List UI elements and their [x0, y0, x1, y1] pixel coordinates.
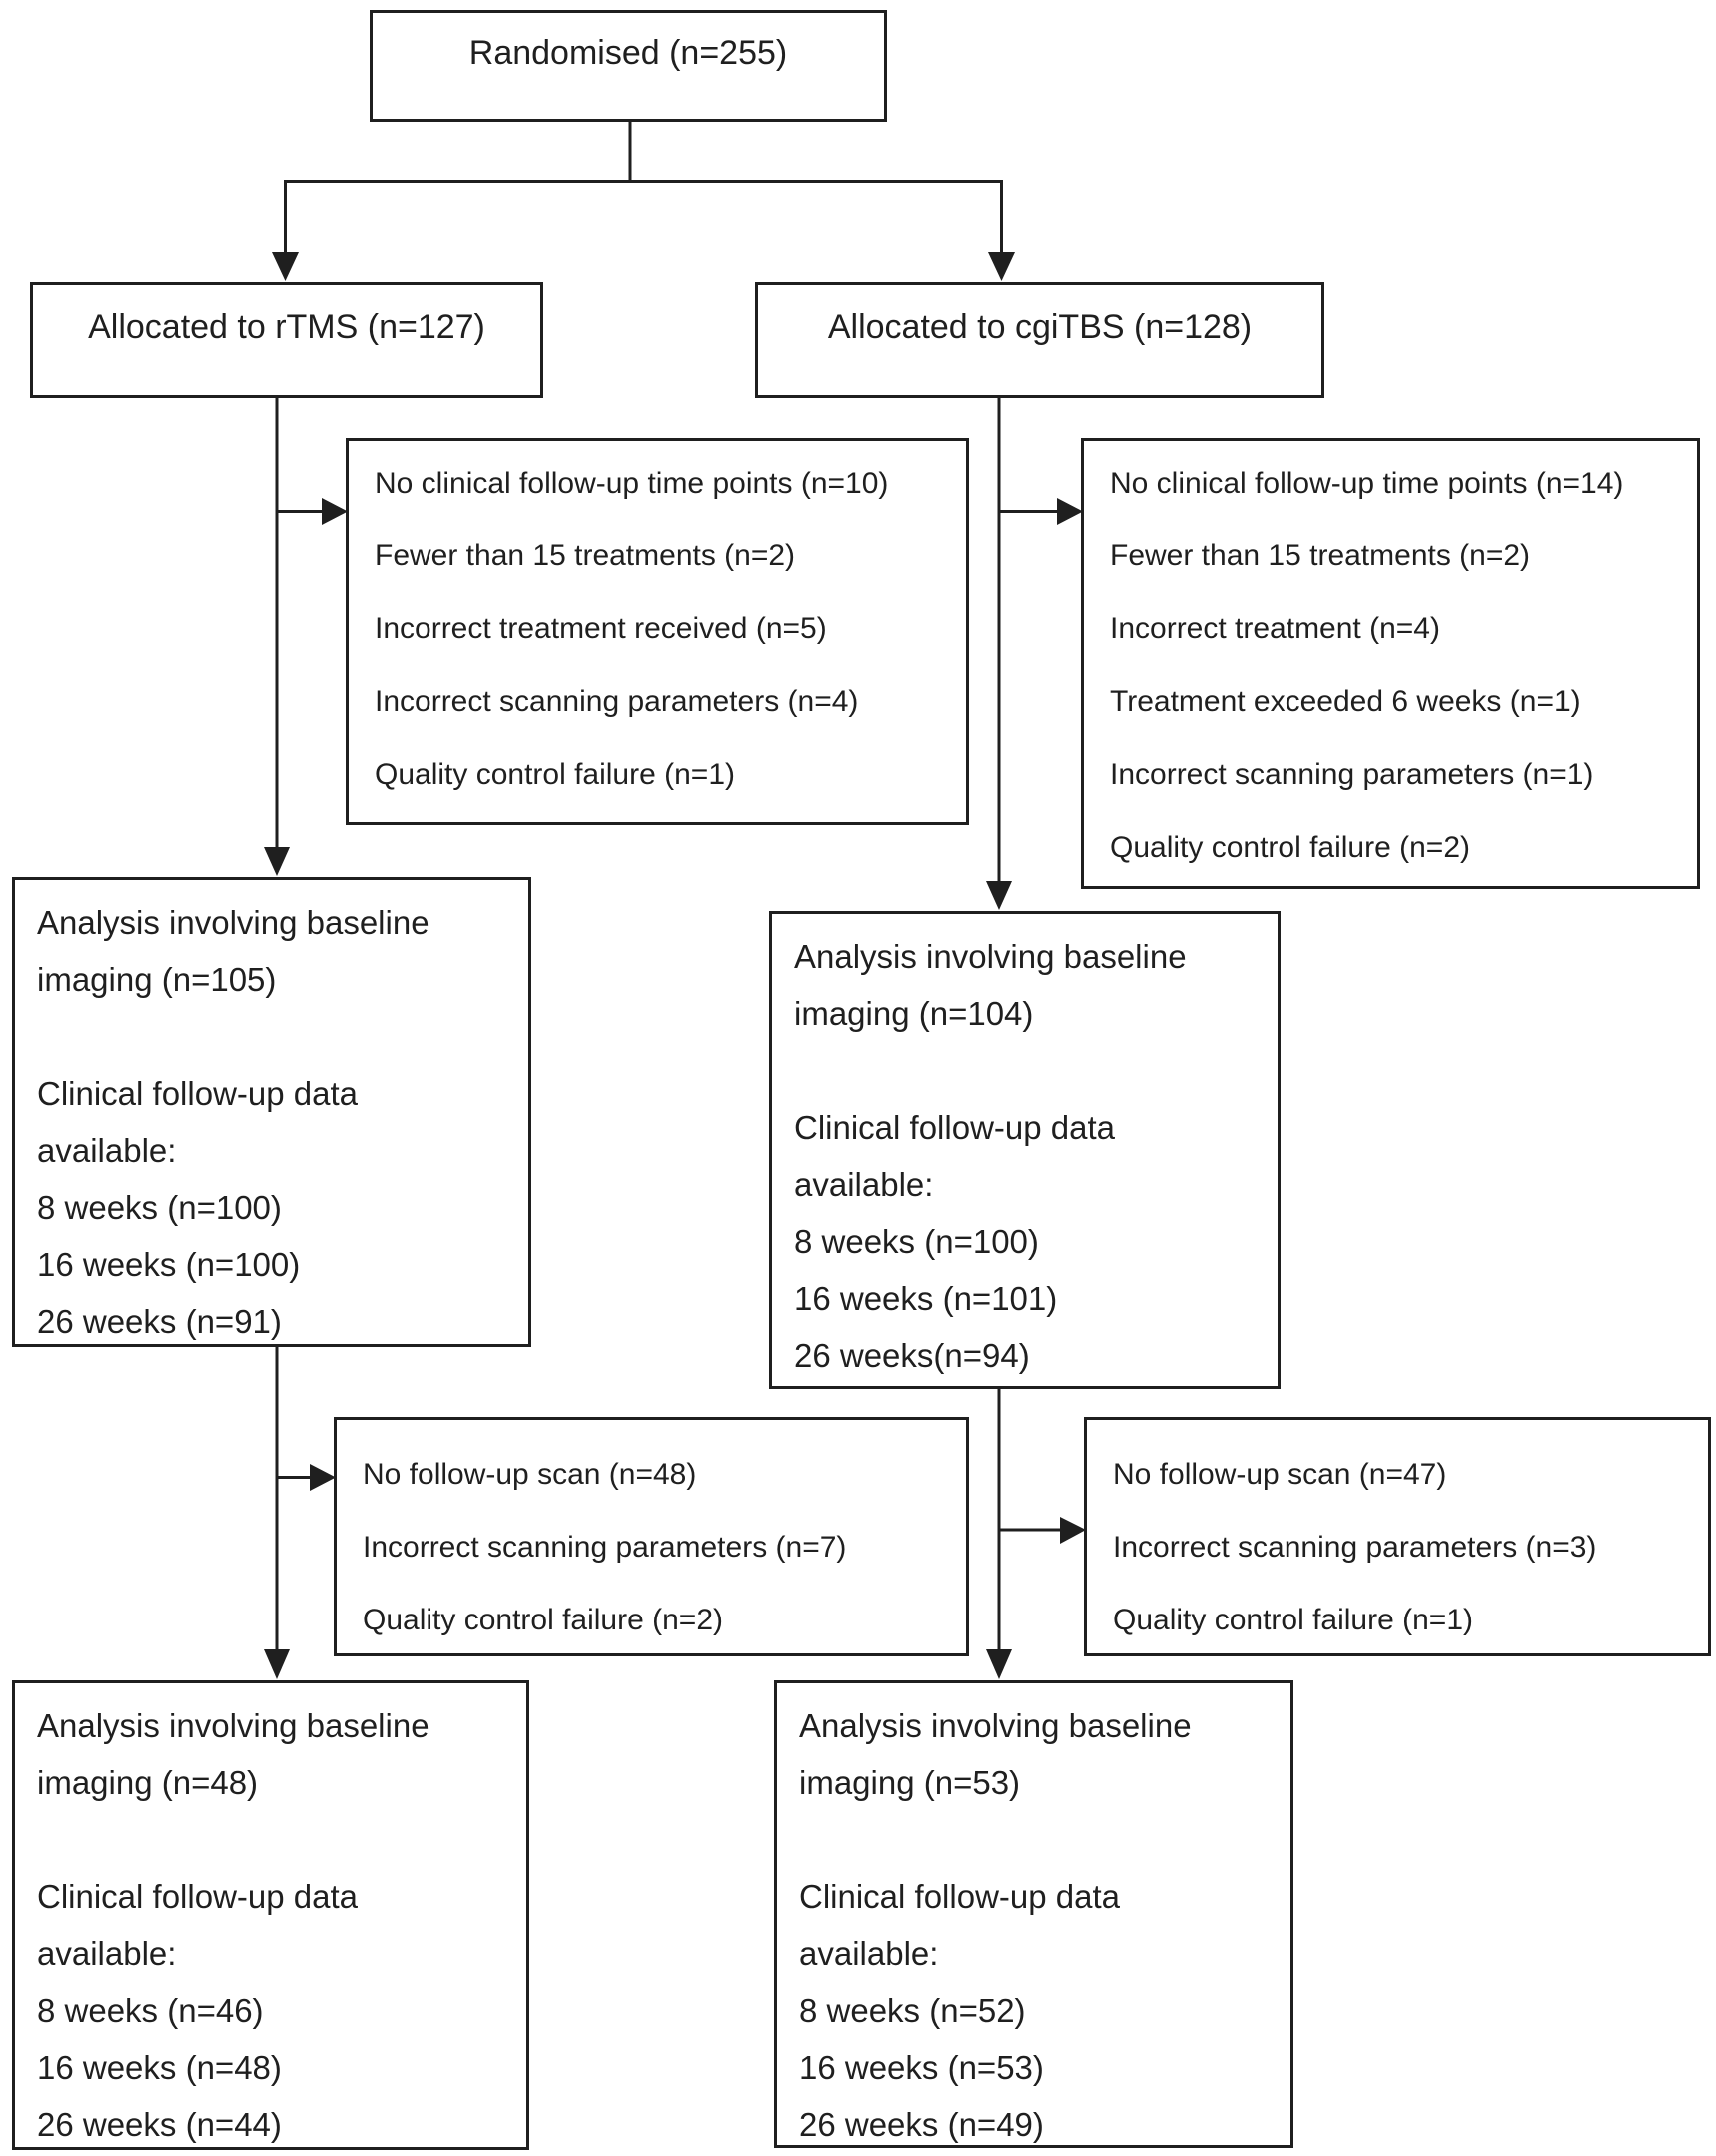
exclusion-line: Incorrect scanning parameters (n=7): [363, 1531, 847, 1564]
rtms-followup-analysis-box: Analysis involving baseline imaging (n=4…: [12, 1680, 529, 2150]
analysis-line: 16 weeks (n=48): [37, 2049, 282, 2086]
exclusion-line: Quality control failure (n=2): [1110, 831, 1470, 864]
exclusion-line: No follow-up scan (n=48): [363, 1458, 697, 1491]
exclusion-line: Fewer than 15 treatments (n=2): [375, 539, 796, 572]
arrowhead-right-exclusions-2: [1060, 1517, 1086, 1544]
analysis-line: Clinical follow-up data: [37, 1878, 358, 1915]
analysis-line: Analysis involving baseline: [794, 938, 1187, 975]
arrowhead-alloc-right: [988, 252, 1015, 281]
exclusion-line: Incorrect scanning parameters (n=4): [375, 685, 859, 718]
cgitbs-baseline-analysis-box: Analysis involving baseline imaging (n=1…: [769, 911, 1281, 1389]
arrowhead-left-exclusions-2: [310, 1464, 336, 1491]
analysis-line: 16 weeks (n=53): [799, 2049, 1044, 2086]
exclusion-line: Incorrect treatment received (n=5): [375, 612, 827, 645]
analysis-line: Clinical follow-up data: [799, 1878, 1120, 1915]
analysis-line: 16 weeks (n=101): [794, 1280, 1058, 1317]
arrowhead-left-analysis-1: [264, 847, 290, 876]
exclusion-line: Quality control failure (n=2): [363, 1604, 723, 1636]
analysis-line: 8 weeks (n=52): [799, 1992, 1026, 2029]
arrowhead-right-analysis-1: [986, 881, 1012, 910]
cgitbs-followup-analysis-box: Analysis involving baseline imaging (n=5…: [774, 1680, 1293, 2148]
allocated-rtms-label: Allocated to rTMS (n=127): [88, 307, 485, 346]
rtms-baseline-analysis-box: Analysis involving baseline imaging (n=1…: [12, 877, 531, 1347]
analysis-line: 8 weeks (n=46): [37, 1992, 264, 2029]
analysis-line: Analysis involving baseline: [37, 1707, 429, 1744]
exclusion-line: Quality control failure (n=1): [1113, 1604, 1473, 1636]
exclusion-line: No follow-up scan (n=47): [1113, 1458, 1447, 1491]
exclusion-line: Fewer than 15 treatments (n=2): [1110, 539, 1531, 572]
randomised-label: Randomised (n=255): [468, 33, 788, 72]
analysis-line: available:: [37, 1132, 177, 1169]
rtms-exclusions-1-box: No clinical follow-up time points (n=10)…: [346, 438, 969, 825]
exclusion-line: Treatment exceeded 6 weeks (n=1): [1110, 685, 1581, 718]
analysis-line: Clinical follow-up data: [37, 1075, 358, 1112]
analysis-line: available:: [794, 1166, 934, 1203]
analysis-line: available:: [37, 1935, 177, 1972]
analysis-line: 16 weeks (n=100): [37, 1246, 301, 1283]
analysis-line: [37, 1811, 518, 1868]
arrowhead-alloc-left: [272, 252, 299, 281]
cgitbs-exclusions-1-box: No clinical follow-up time points (n=14)…: [1081, 438, 1700, 889]
randomised-box: Randomised (n=255): [370, 10, 887, 122]
analysis-line: imaging (n=53): [799, 1764, 1021, 1801]
analysis-line: imaging (n=48): [37, 1764, 259, 1801]
connector-randomised-split: [284, 122, 1003, 254]
analysis-line: [37, 1008, 520, 1065]
exclusion-line: Incorrect scanning parameters (n=3): [1113, 1531, 1597, 1564]
analysis-line: 26 weeks(n=94): [794, 1337, 1030, 1374]
arrowhead-right-analysis-2: [986, 1649, 1012, 1679]
arrowhead-right-exclusions-1: [1057, 498, 1083, 525]
analysis-line: [799, 1811, 1283, 1868]
analysis-line: Analysis involving baseline: [799, 1707, 1192, 1744]
analysis-line: 26 weeks (n=49): [799, 2106, 1044, 2143]
arrowhead-left-analysis-2: [264, 1649, 290, 1679]
exclusion-line: No clinical follow-up time points (n=14): [1110, 467, 1624, 500]
rtms-exclusions-2-box: No follow-up scan (n=48) Incorrect scann…: [334, 1417, 969, 1656]
analysis-line: Clinical follow-up data: [794, 1109, 1115, 1146]
allocated-rtms-box: Allocated to rTMS (n=127): [30, 282, 543, 398]
analysis-line: available:: [799, 1935, 939, 1972]
analysis-line: 8 weeks (n=100): [37, 1189, 282, 1226]
allocated-cgitbs-box: Allocated to cgiTBS (n=128): [755, 282, 1324, 398]
analysis-line: 8 weeks (n=100): [794, 1223, 1039, 1260]
analysis-line: Analysis involving baseline: [37, 904, 429, 941]
exclusion-line: Quality control failure (n=1): [375, 758, 735, 791]
exclusion-line: Incorrect treatment (n=4): [1110, 612, 1440, 645]
analysis-line: imaging (n=105): [37, 961, 277, 998]
exclusion-line: No clinical follow-up time points (n=10): [375, 467, 889, 500]
arrowhead-left-exclusions-1: [322, 498, 348, 525]
analysis-line: [794, 1042, 1270, 1099]
analysis-line: 26 weeks (n=91): [37, 1303, 282, 1340]
cgitbs-exclusions-2-box: No follow-up scan (n=47) Incorrect scann…: [1084, 1417, 1711, 1656]
analysis-line: imaging (n=104): [794, 995, 1034, 1032]
allocated-cgitbs-label: Allocated to cgiTBS (n=128): [827, 307, 1253, 346]
exclusion-line: Incorrect scanning parameters (n=1): [1110, 758, 1594, 791]
analysis-line: 26 weeks (n=44): [37, 2106, 282, 2143]
